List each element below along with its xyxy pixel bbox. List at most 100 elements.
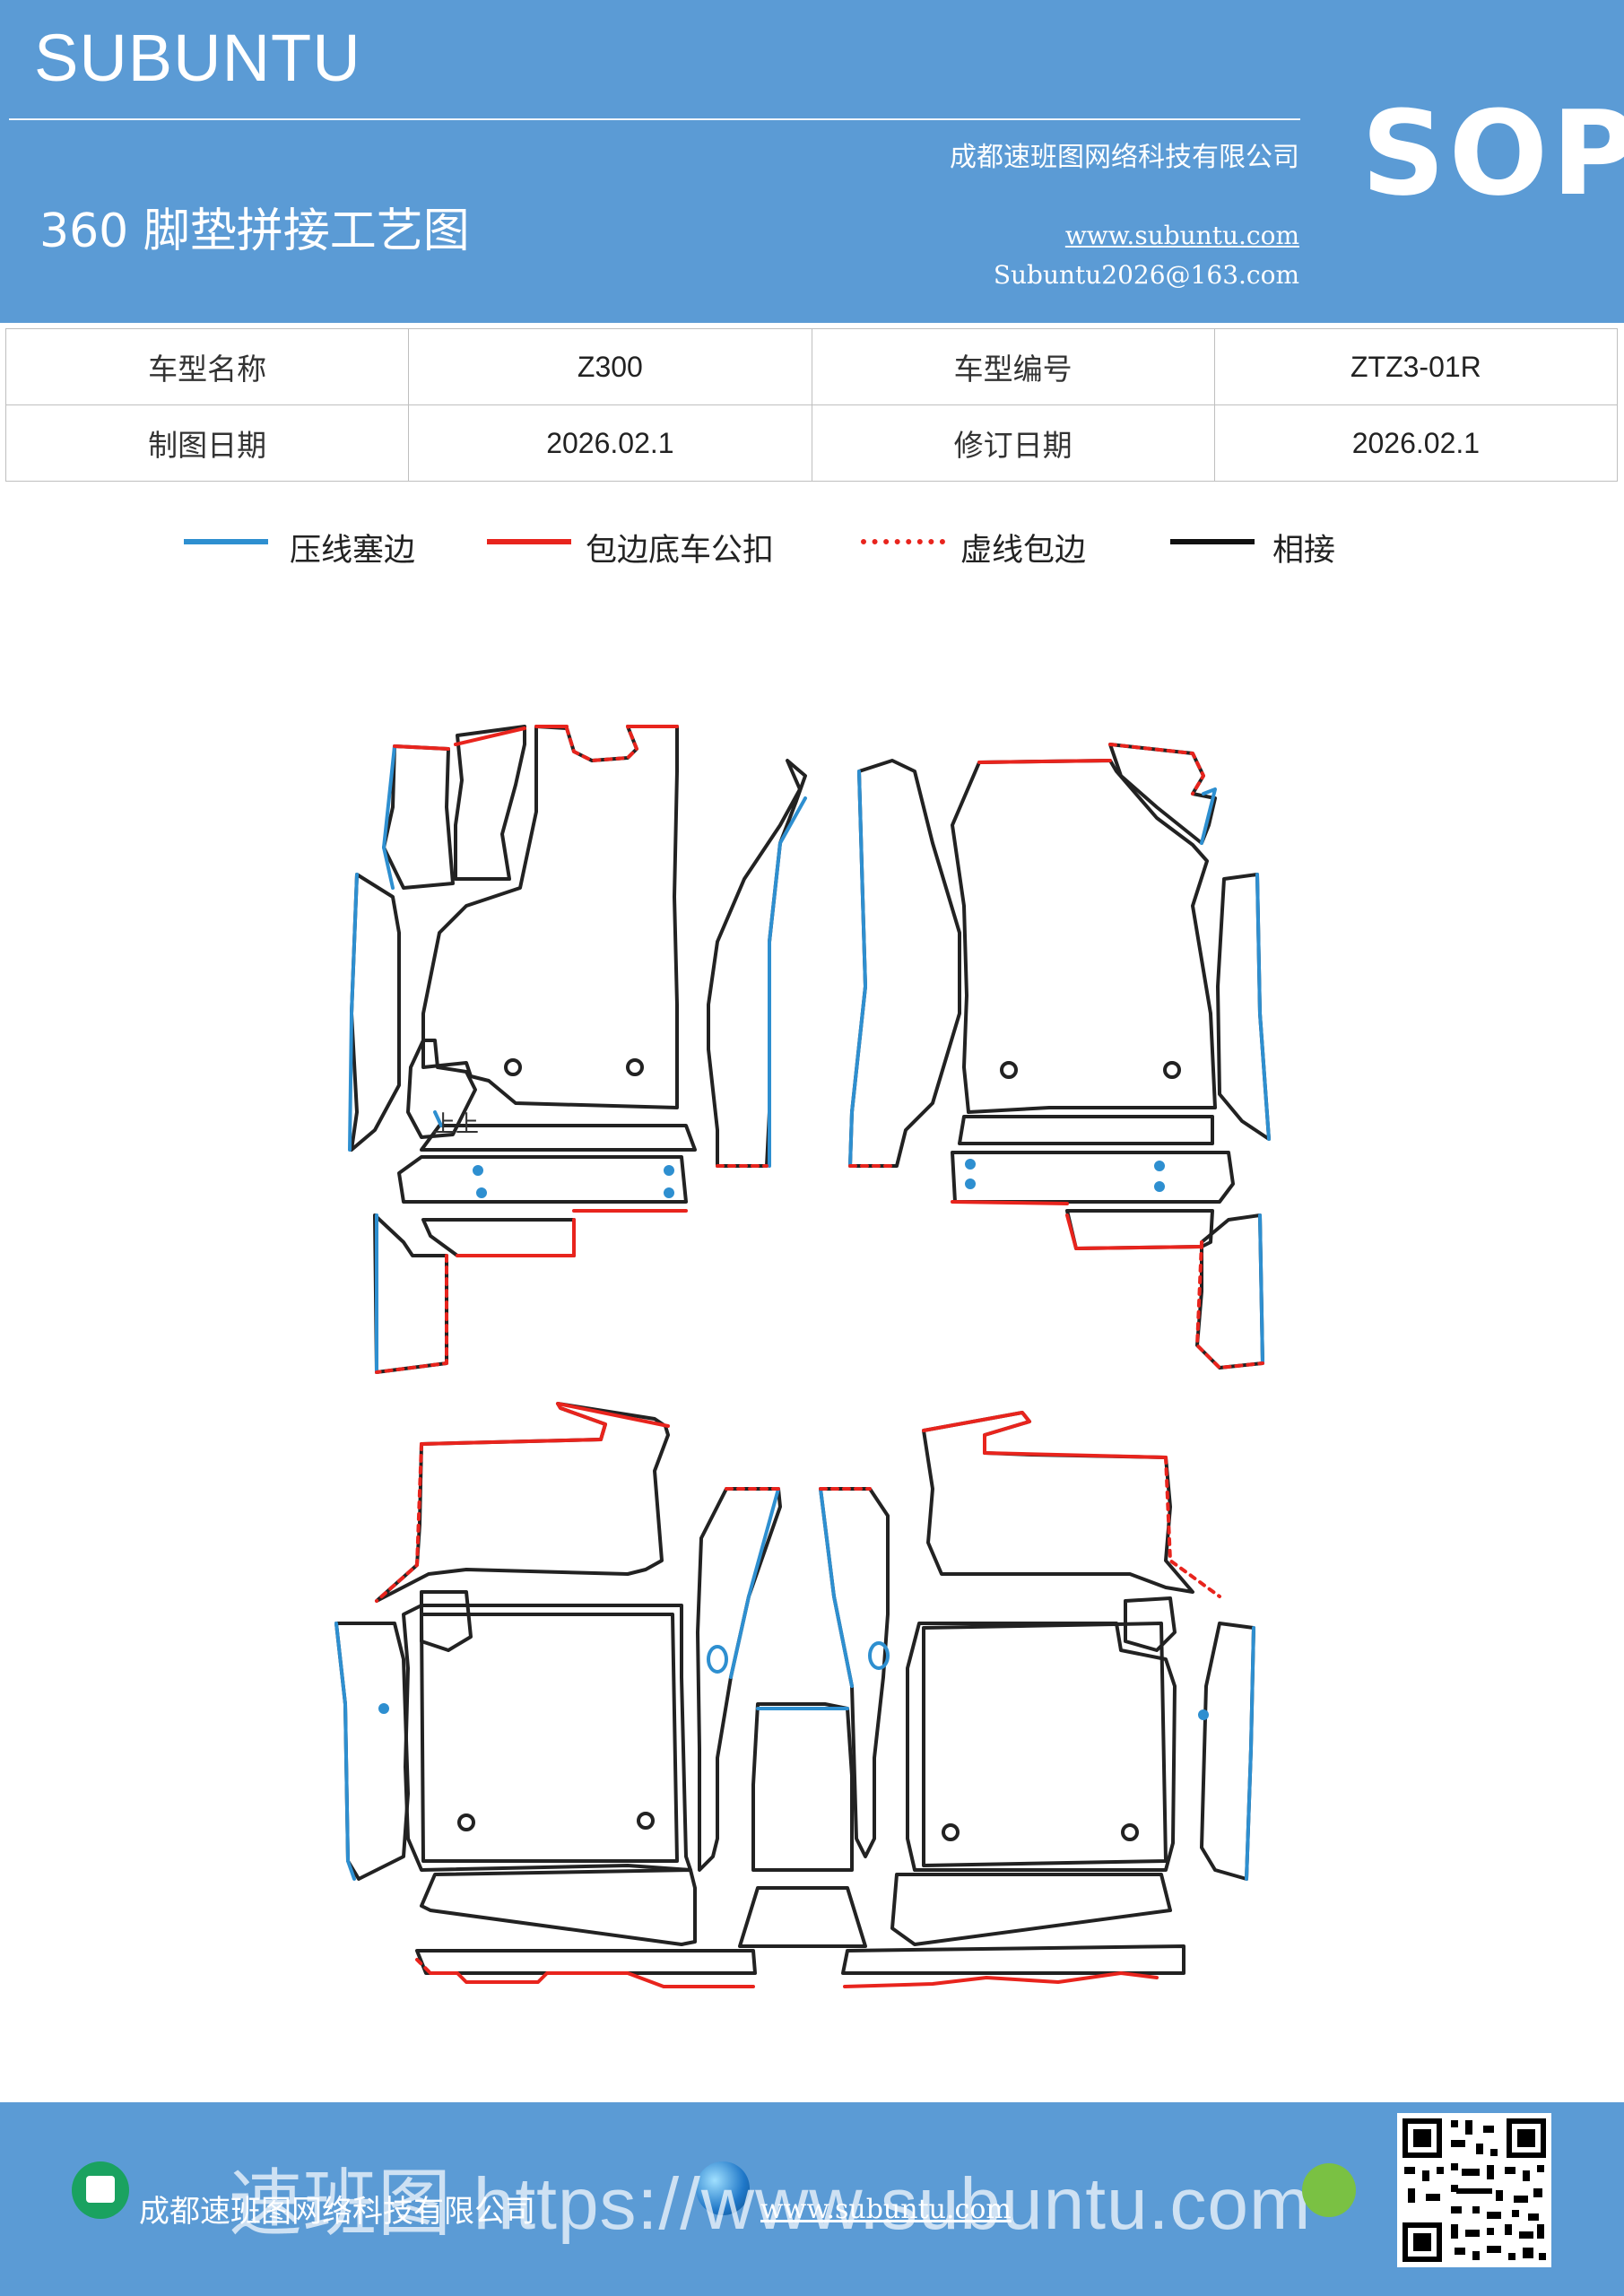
red-dotted-edge [1195,1240,1264,1370]
blue-clip [476,1187,487,1198]
rear-left-bar-2 [415,1949,757,1975]
red-edge [977,759,1112,764]
qr-code [1397,2113,1551,2267]
front-right-long-strip [848,759,961,1168]
footer-website-link[interactable]: www.subuntu.com [760,2194,1012,2225]
blue-edge [1200,787,1217,845]
rear-left-bar-1 [420,1868,697,1946]
legend: 压线塞边 包边底车公扣 虚线包边 相接 [0,525,1624,570]
model-name-label: 车型名称 [4,328,410,405]
red-edge [429,1971,755,1988]
legend-label: 虚线包边 [960,533,1087,569]
front-left-bar-2 [397,1155,688,1204]
page-title: 360 脚垫拼接工艺图 [39,204,470,258]
footer-overlay-text: 速班图 https://www.subuntu.com [229,2163,1312,2245]
footer-company: 成都速班图网络科技有限公司 [139,2194,535,2230]
front-left-bar-3 [421,1218,576,1257]
blue-edge [848,770,867,1168]
legend-label: 相接 [1272,533,1336,569]
blue-edge [768,796,807,1168]
rear-right-tunnel-strip [819,1487,890,1858]
blue-oval-hole [868,1641,890,1670]
rear-right-side-strip [1200,1622,1255,1881]
front-right-bar-1 [958,1115,1214,1145]
model-code-label: 车型编号 [811,328,1215,405]
front-left-bar-1 [420,1124,697,1152]
legend-label: 压线塞边 [290,533,416,569]
globe-icon [696,2161,750,2215]
blue-clip [664,1165,674,1176]
legend-label: 包边底车公扣 [586,533,775,569]
blue-clip [1154,1161,1165,1171]
legend-swatch-blue [184,539,268,544]
blue-oval-hole [707,1645,728,1674]
legend-swatch-red [487,539,571,544]
mat-clip-hole [457,1813,475,1831]
blue-clip [1154,1181,1165,1192]
front-left-rear-shelf [406,1039,477,1139]
red-edge [454,726,526,746]
blue-mark [433,1110,443,1127]
red-edge [922,1411,1168,1459]
front-right-notch-corner [1108,743,1217,845]
red-dotted-edge [415,1958,432,1975]
mat-clip-hole [942,1823,960,1841]
red-edge [420,1402,670,1446]
mat-clip-hole [1121,1823,1139,1841]
model-code-value: ZTZ3-01R [1213,328,1619,405]
rear-right-corner-piece [1124,1596,1177,1652]
red-dotted-edge [375,1442,423,1603]
mark-label: 上上 [432,1110,479,1137]
blue-clip [965,1159,976,1170]
mat-clip-hole [637,1812,655,1830]
blue-edge [819,1487,854,1688]
red-edge [843,1971,1159,1988]
red-edge [393,744,450,751]
blue-clip [965,1178,976,1189]
mat-clip-hole [504,1058,522,1076]
building-icon [72,2161,129,2219]
red-dotted-edge [375,1254,448,1374]
rear-left-seat-inner [420,1613,679,1863]
header-company: 成都速班图网络科技有限公司 [950,142,1299,173]
red-edge [456,1218,576,1257]
mat-clip-hole [1163,1061,1181,1079]
blue-clip [473,1165,483,1176]
header-divider [9,118,1300,120]
rear-right-big-panel [922,1411,1194,1594]
blue-edge [1258,1213,1264,1365]
legend-swatch-black [1170,539,1255,544]
front-left-side-strip [350,873,401,1152]
revise-date-value: 2026.02.1 [1213,404,1619,482]
mat-clip-hole [1000,1061,1018,1079]
red-edge [1065,1213,1203,1250]
blue-edge [348,873,359,1152]
rear-left-corner-piece [420,1590,473,1652]
blue-edge [1245,1626,1255,1881]
sop-badge: SOP [1361,85,1624,222]
rear-center-hump [751,1702,854,1872]
front-right-bar-2 [951,1151,1235,1204]
front-right-lower-flap [1195,1213,1264,1370]
front-right-main-mat [951,759,1217,1114]
header-banner [0,0,1624,323]
table-row: 制图日期 2026.02.1 修订日期 2026.02.1 [4,404,1619,482]
blue-clip [1198,1709,1209,1720]
rear-right-seat-frame [906,1622,1177,1872]
rear-right-bar-2 [841,1944,1185,1975]
rear-right-seat-inner [922,1622,1168,1867]
red-dotted-edge [565,725,638,762]
blue-clip [664,1187,674,1198]
red-dotted-edge [1108,743,1205,796]
header-website-link[interactable]: www.subuntu.com [1064,221,1299,250]
model-name-value: Z300 [408,328,812,405]
blue-edge [729,1487,780,1679]
table-row: 车型名称 Z300 车型编号 ZTZ3-01R [4,328,1619,405]
mat-clip-hole [626,1058,644,1076]
info-table: 车型名称 Z300 车型编号 ZTZ3-01R 制图日期 2026.02.1 修… [4,328,1619,482]
brand-name: SUBUNTU [34,21,361,95]
draw-date-value: 2026.02.1 [408,404,812,482]
front-right-bar-3 [1065,1209,1214,1250]
front-left-door-flap [382,744,455,890]
rear-center-bar [738,1886,867,1948]
